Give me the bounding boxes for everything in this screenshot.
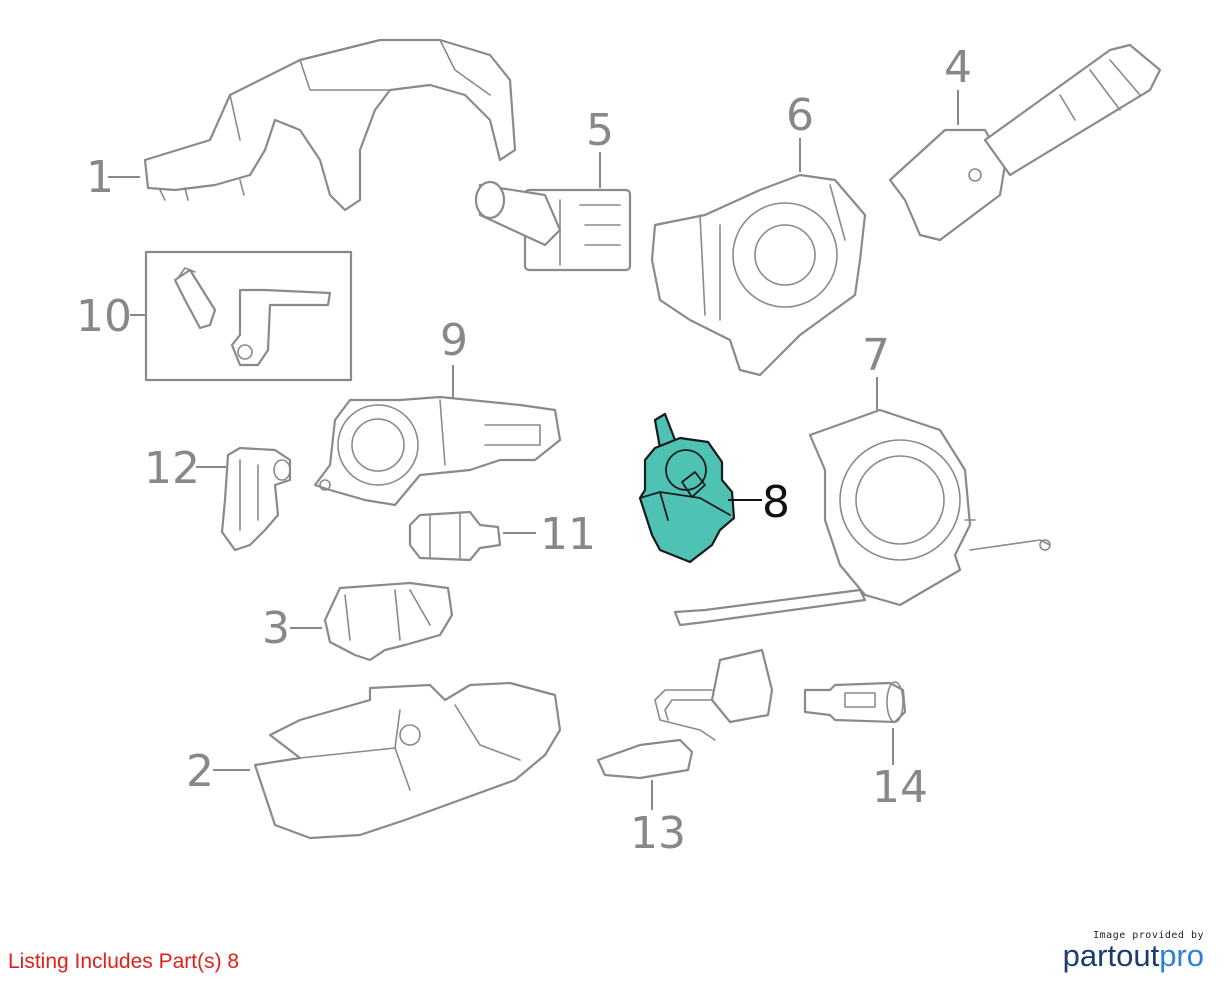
part-9-ignition-housing [313, 395, 562, 507]
callout-10: 10 [76, 291, 132, 342]
callout-labels: 1 2 3 4 5 6 7 8 9 10 11 12 13 14 [76, 42, 972, 859]
part-11-sensor [408, 510, 502, 562]
callout-14: 14 [872, 762, 928, 813]
part-5-switch [474, 180, 632, 272]
image-credit: Image provided by partoutpro [1063, 930, 1204, 971]
callout-6: 6 [786, 90, 814, 141]
callout-13: 13 [630, 808, 686, 859]
part-4-lever [888, 43, 1162, 242]
partoutpro-logo[interactable]: partoutpro [1062, 938, 1204, 973]
callout-5: 5 [586, 105, 614, 156]
part-6-switch-housing [650, 173, 867, 377]
callout-7: 7 [862, 330, 890, 381]
part-7-clockspring [673, 408, 1051, 627]
callout-9: 9 [440, 315, 468, 366]
callout-1: 1 [86, 152, 114, 203]
part-12-switch [220, 446, 292, 552]
callout-12: 12 [144, 443, 200, 494]
part-14-connector [803, 681, 907, 724]
part-1-upper-shroud [143, 38, 517, 212]
part-3-bracket [323, 581, 454, 662]
part-10-kit-box [144, 250, 353, 382]
part-2-lower-shroud [253, 681, 562, 840]
callout-4: 4 [944, 42, 972, 93]
callout-11: 11 [540, 509, 596, 560]
listing-includes-text: Listing Includes Part(s) 8 [8, 950, 240, 973]
brand-suffix: pro [1159, 938, 1204, 973]
part-8-steering-sensor [638, 412, 736, 564]
callout-8: 8 [762, 477, 790, 528]
callout-2: 2 [186, 746, 214, 797]
credit-caption: Image provided by [1093, 930, 1204, 941]
part-13-pigtail [596, 648, 774, 780]
brand-prefix: partout [1062, 938, 1160, 973]
callout-3: 3 [262, 603, 290, 654]
leader-lines [108, 90, 959, 810]
